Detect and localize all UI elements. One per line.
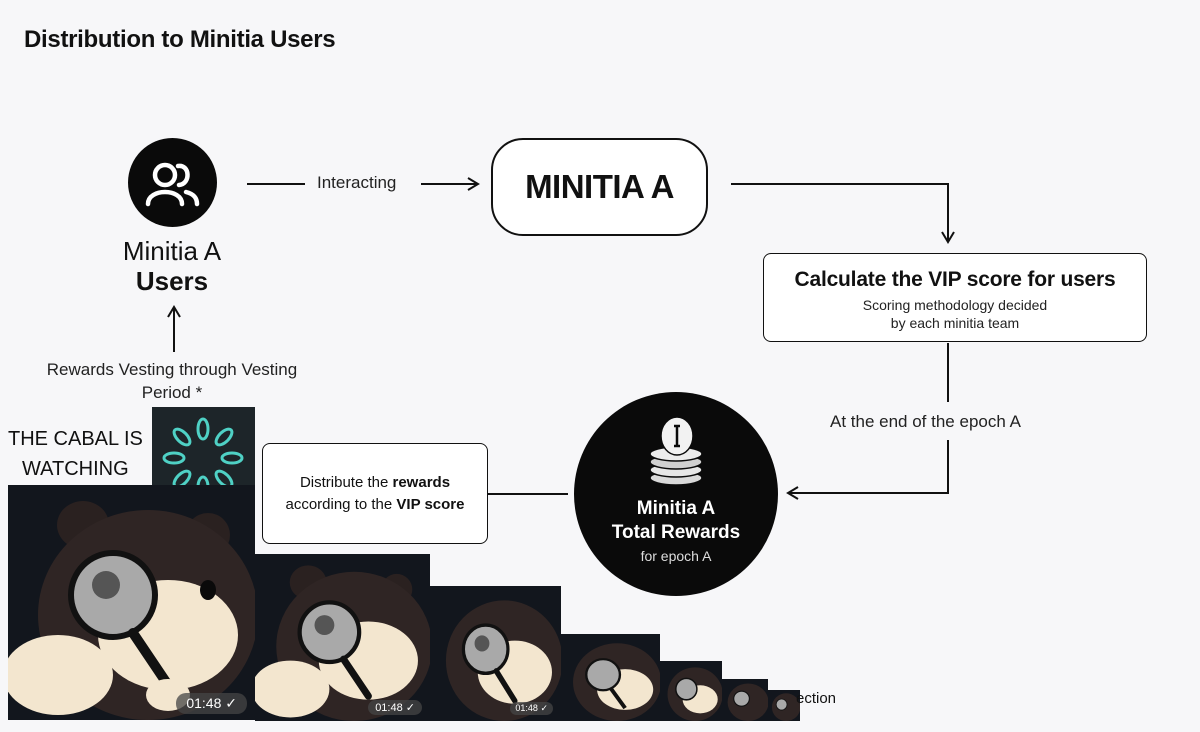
cabal-caption: THE CABAL IS WATCHING (8, 424, 143, 484)
distribute-line2: according to the VIP score (263, 494, 487, 516)
bear-meme-frame-3: 01:48 ✓ (430, 586, 561, 721)
partial-text: ection (796, 690, 837, 707)
check-icon: ✓ (540, 703, 548, 713)
users-label-line1: Minitia A (122, 236, 222, 266)
arrow-epoch-to-rewards (786, 440, 949, 500)
arrow-minitia-to-vip (731, 183, 955, 244)
bear-meme-frame-5 (660, 661, 722, 721)
users-node (128, 138, 217, 227)
bear-detective-image-4 (561, 634, 660, 721)
video-timestamp-3: 01:48 ✓ (510, 702, 553, 715)
distribute-bold1: rewards (392, 474, 451, 491)
bear-detective-image-5 (660, 661, 722, 721)
vip-score-heading: Calculate the VIP score for users (794, 268, 1116, 291)
bear-detective-image (8, 485, 255, 720)
bear-meme-frame-4 (561, 634, 660, 721)
distribute-prefix2: according to the (285, 496, 397, 513)
total-rewards-node: Minitia A Total Rewards for epoch A (574, 392, 778, 596)
users-icon (145, 162, 200, 207)
total-rewards-line1: Minitia A (636, 498, 716, 519)
users-label-line2: Users (135, 266, 209, 296)
distribute-rewards-box: Distribute the rewards according to the … (262, 443, 488, 544)
bear-detective-image-7 (768, 690, 800, 721)
bear-meme-frame: 01:48 ✓ (8, 485, 255, 720)
cabal-caption-line2: WATCHING (22, 458, 129, 480)
bear-detective-image-6 (722, 679, 768, 721)
page-title: Distribution to Minitia Users (24, 26, 336, 53)
distribute-bold2: VIP score (396, 496, 465, 513)
total-rewards-line3: for epoch A (640, 548, 712, 564)
check-icon: ✓ (225, 695, 237, 711)
edge-label-interacting: Interacting (317, 173, 397, 193)
vip-score-box: Calculate the VIP score for users Scorin… (763, 253, 1147, 342)
video-timestamp-2: 01:48 ✓ (368, 700, 422, 715)
check-icon: ✓ (405, 702, 415, 714)
bear-detective-image-3 (430, 586, 561, 721)
vip-score-sub2: by each minitia team (890, 315, 1020, 331)
bear-meme-frame-2: 01:48 ✓ (255, 554, 430, 721)
users-label: Minitia A Users (88, 236, 256, 296)
vip-score-sub1: Scoring methodology decided (862, 297, 1048, 313)
video-timestamp: 01:48 ✓ (176, 693, 247, 714)
edge-label-vesting: Rewards Vesting through Vesting Period * (46, 360, 298, 402)
edge-label-epoch-end: At the end of the epoch A (830, 412, 1021, 432)
cabal-caption-line1: THE CABAL IS (8, 428, 143, 450)
video-timestamp-text: 01:48 (186, 695, 222, 711)
distribute-line1: Distribute the rewards (263, 472, 487, 494)
video-timestamp-2-text: 01:48 (375, 702, 403, 714)
bear-detective-image-2 (255, 554, 430, 721)
distribute-prefix1: Distribute the (299, 474, 393, 491)
minitia-node: MINITIA A (491, 138, 708, 236)
total-rewards-line2: Total Rewards (611, 522, 741, 543)
video-timestamp-3-text: 01:48 (515, 703, 538, 713)
bear-meme-frame-6 (722, 679, 768, 721)
coin-stack-icon (649, 416, 703, 486)
bear-meme-frame-7 (768, 690, 800, 721)
